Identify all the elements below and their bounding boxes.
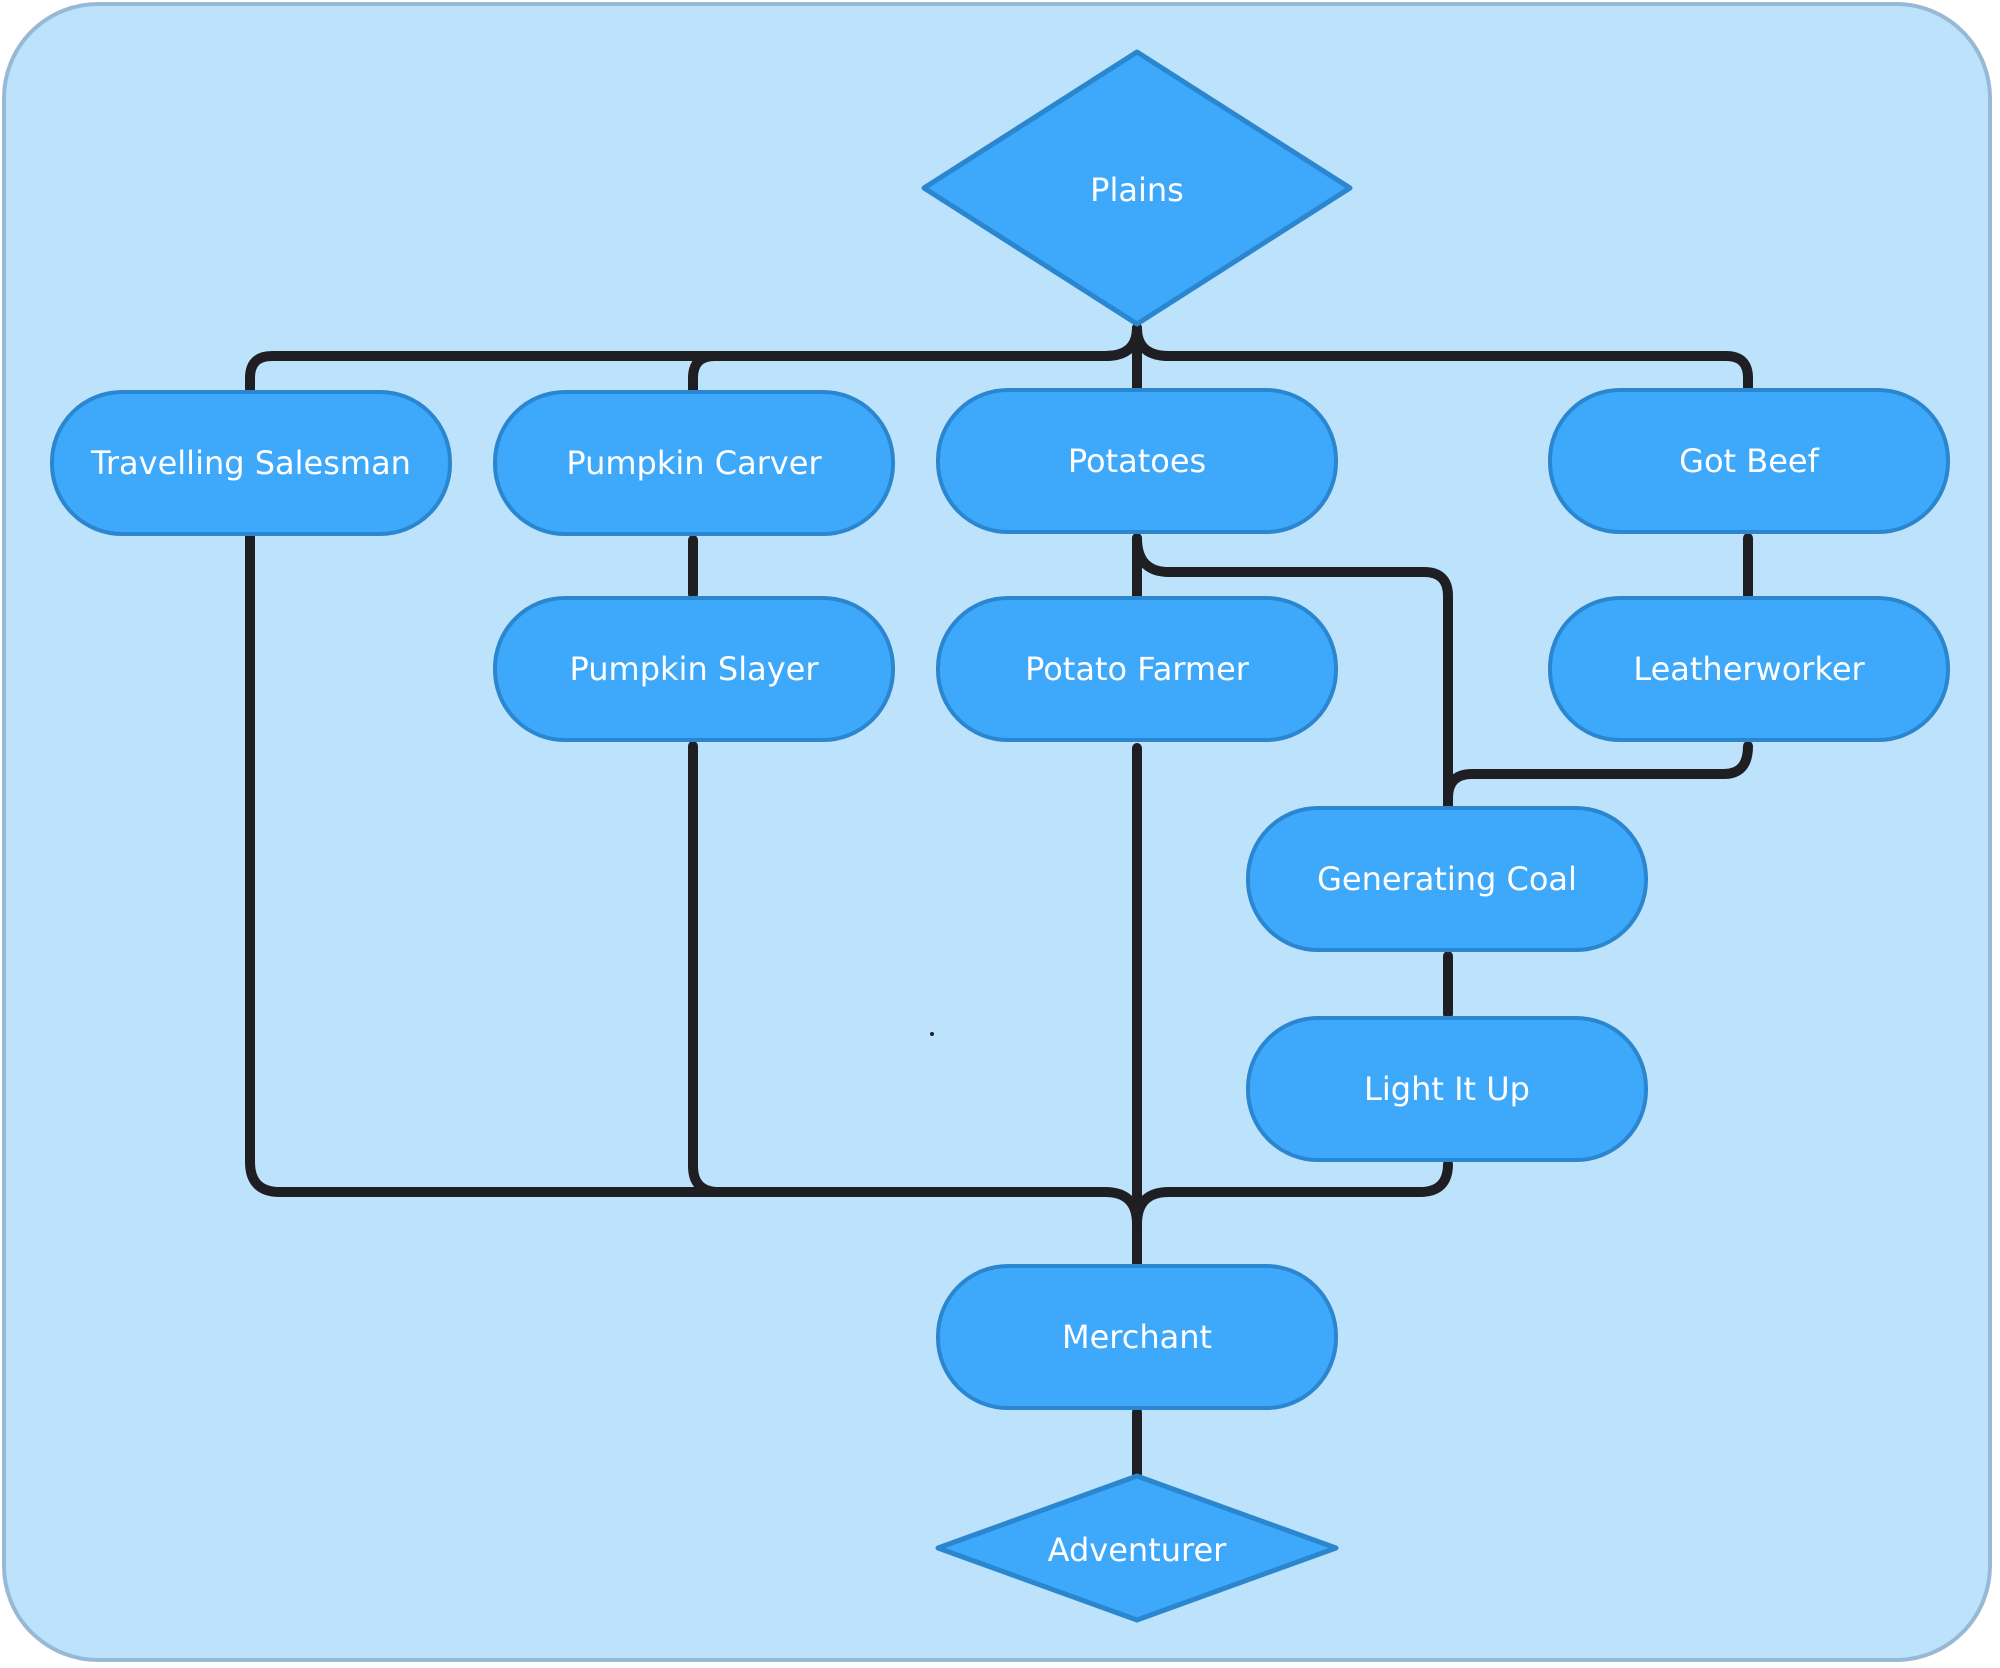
node-potatoes[interactable]: Potatoes (936, 388, 1338, 534)
node-pumpkin-carver[interactable]: Pumpkin Carver (493, 390, 895, 536)
plains-label: Plains (1090, 171, 1184, 209)
node-got-beef[interactable]: Got Beef (1548, 388, 1950, 534)
edge-plains-pumpkin-carver (688, 323, 1142, 395)
edge-potatoes-generating-coal (1132, 533, 1453, 809)
edge-plains-got-beef (1132, 323, 1753, 393)
edge-light-it-up-merchant (1132, 1159, 1453, 1229)
edge-pumpkin-slayer-merchant (688, 741, 724, 1197)
adventurer-label: Adventurer (1047, 1531, 1227, 1569)
node-leatherworker[interactable]: Leatherworker (1548, 596, 1950, 742)
adventurer-diamond[interactable] (935, 1473, 1339, 1623)
node-potato-farmer[interactable]: Potato Farmer (936, 596, 1338, 742)
node-light-it-up[interactable]: Light It Up (1246, 1016, 1648, 1162)
plains-diamond[interactable] (921, 49, 1353, 327)
stray-dot (930, 1032, 934, 1036)
node-travelling-salesman[interactable]: Travelling Salesman (50, 390, 452, 536)
node-generating-coal[interactable]: Generating Coal (1246, 806, 1648, 952)
node-pumpkin-slayer[interactable]: Pumpkin Slayer (493, 596, 895, 742)
node-merchant[interactable]: Merchant (936, 1264, 1338, 1410)
edge-leatherworker-generating-coal (1443, 741, 1753, 811)
